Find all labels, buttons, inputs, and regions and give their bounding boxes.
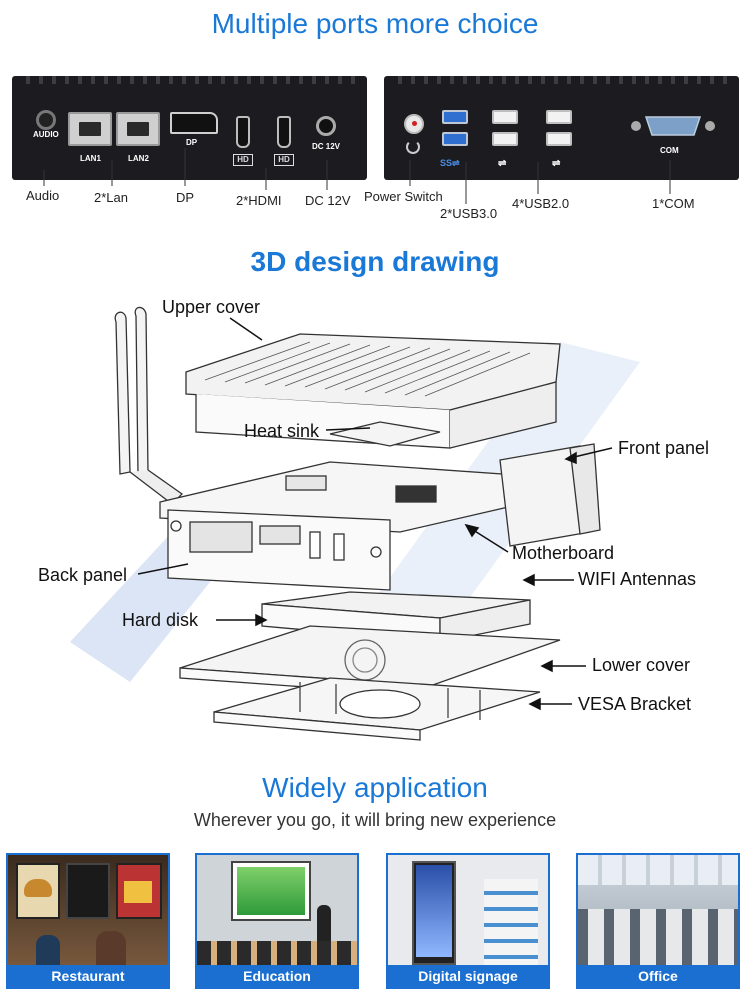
lan2-panel-text: LAN2 [128,154,149,163]
power-button-icon [404,114,424,134]
callout-back-panel: Back panel [38,565,128,585]
usb3-logo-icon: SS⇌ [440,158,460,168]
port-label-hdmi: 2*HDMI [236,193,282,208]
app-card-digital-signage: Digital signage [386,853,550,989]
usb2-logo-1-icon: ⇌ [498,158,507,169]
app-label-digital-signage: Digital signage [388,965,548,987]
callout-front-panel: Front panel [618,438,710,458]
usb2-port-2-icon [492,132,518,146]
design-section-title: 3D design drawing [250,246,500,277]
audio-jack-icon [36,110,56,130]
dc-jack-icon [316,116,336,136]
app-label-education: Education [197,965,357,987]
callout-hard-disk: Hard disk [122,610,199,630]
usb2-logo-2-icon: ⇌ [552,158,561,169]
usb2-port-4-icon [546,132,572,146]
callout-upper-cover: Upper cover [162,297,261,317]
rear-port-panel: AUDIO LAN1 LAN2 DP HD HD DC 12V [12,76,367,180]
callout-heat-sink: Heat sink [244,421,320,441]
usb2-port-1-icon [492,110,518,124]
callout-lower-cover: Lower cover [592,655,691,675]
hdmi-port-2-icon [277,116,291,148]
app-card-education: Education [195,853,359,989]
dc-panel-text: DC 12V [312,142,341,151]
front-port-panel: SS⇌ ⇌ ⇌ COM [384,76,739,180]
port-label-dc: DC 12V [305,193,351,208]
lan1-panel-text: LAN1 [80,154,101,163]
app-section-title: Widely application [262,772,488,803]
dp-panel-text: DP [186,138,198,147]
port-leader-lines [43,148,671,204]
hdmi-port-1-icon [236,116,250,148]
usb2-port-3-icon [546,110,572,124]
hd-logo-2-icon: HD [274,154,294,166]
app-label-office: Office [578,965,738,987]
callout-vesa-bracket: VESA Bracket [578,694,692,714]
com-port-icon [631,116,715,136]
ports-section-title: Multiple ports more choice [211,8,539,39]
port-label-dp: DP [176,190,195,205]
audio-panel-text: AUDIO [33,130,59,139]
lan2-port-icon [116,112,160,146]
usb3-port-2-icon [442,132,468,146]
app-label-restaurant: Restaurant [8,965,168,987]
port-label-power: Power Switch [364,189,443,204]
hd-logo-1-icon: HD [233,154,253,166]
app-card-restaurant: Restaurant [6,853,170,989]
exploded-view-drawing [70,306,640,741]
port-label-lan: 2*Lan [94,190,128,205]
port-label-audio: Audio [26,188,60,203]
port-label-usb3: 2*USB3.0 [440,206,498,221]
com-panel-text: COM [660,146,679,155]
usb3-port-1-icon [442,110,468,124]
callout-wifi-antennas: WIFI Antennas [578,569,697,589]
app-section-subtitle: Wherever you go, it will bring new exper… [193,810,557,830]
lan1-port-icon [68,112,112,146]
power-symbol-icon [406,140,420,154]
callout-motherboard: Motherboard [512,543,615,563]
port-label-com: 1*COM [652,196,695,211]
app-card-office: Office [576,853,740,989]
port-label-usb2: 4*USB2.0 [512,196,570,211]
displayport-icon [170,112,218,134]
